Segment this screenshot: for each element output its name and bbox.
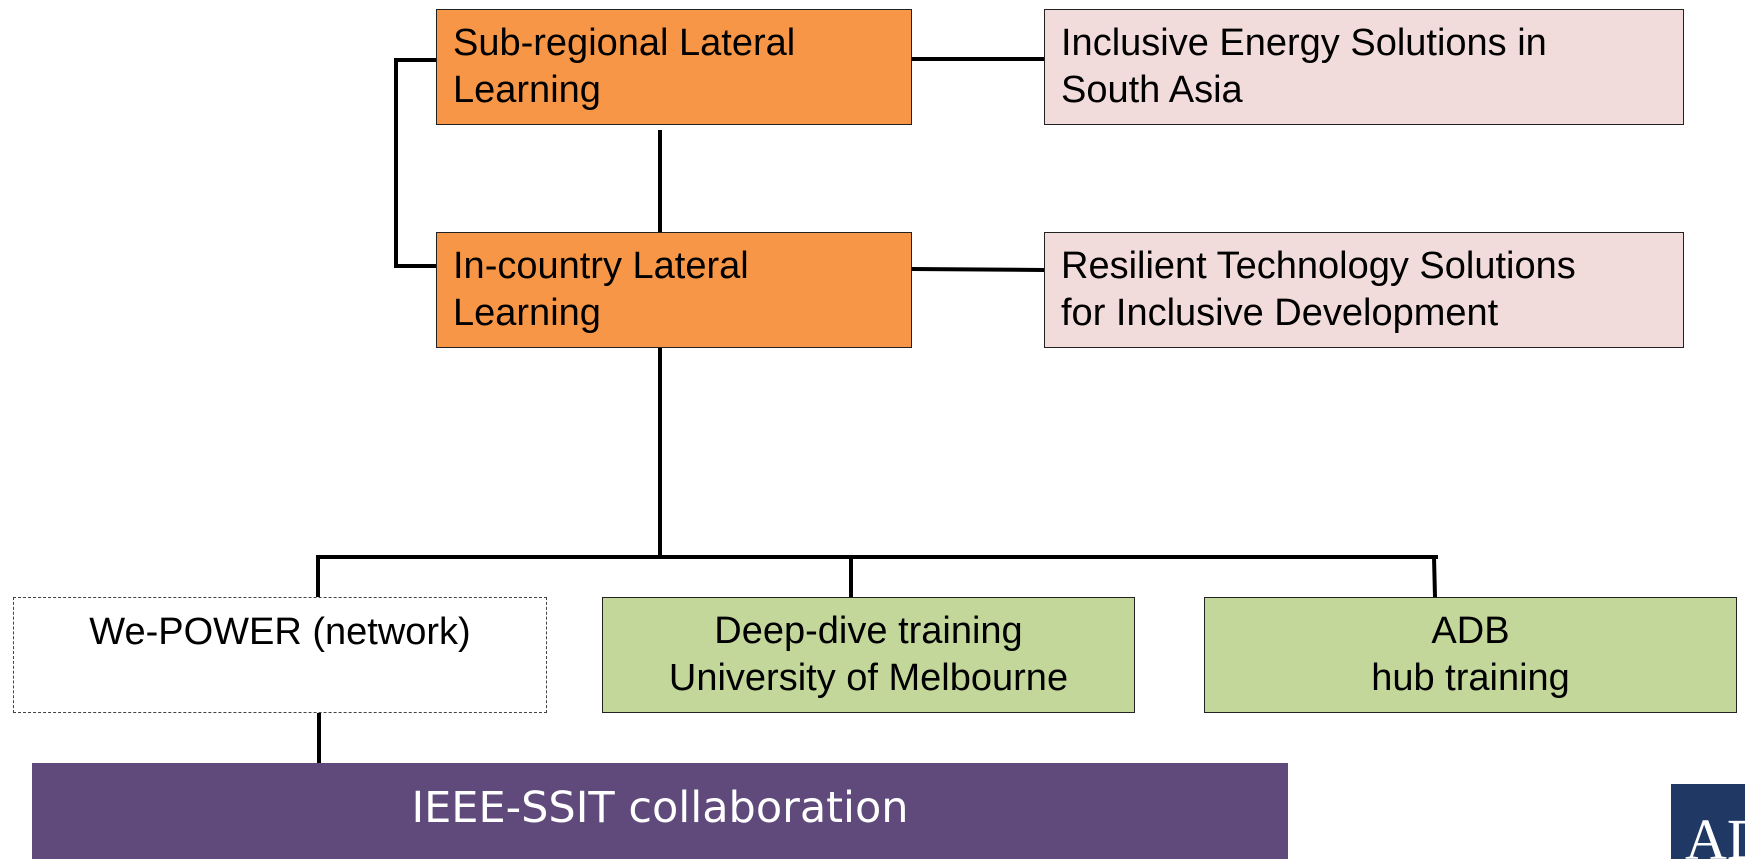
in-country-lateral-learning-box: In-country Lateral Learning — [436, 232, 912, 348]
in-country-line-2: Learning — [453, 292, 601, 334]
we-power-network-box: We-POWER (network) — [13, 597, 547, 713]
resilient-tech-line-2: for Inclusive Development — [1061, 292, 1499, 334]
logo-text: AD — [1685, 807, 1745, 859]
inclusive-energy-line-2: South Asia — [1061, 69, 1243, 111]
adb-line-1: ADB — [1431, 610, 1510, 652]
inclusive-energy-line-1: Inclusive Energy Solutions in — [1061, 22, 1547, 64]
drop-adb — [1432, 556, 1437, 598]
inclusive-energy-solutions-box: Inclusive Energy Solutions in South Asia — [1044, 9, 1684, 125]
ieee-ssit-collaboration-bar: IEEE-SSIT collaboration — [32, 763, 1288, 859]
bracket-connector — [394, 58, 436, 268]
adb-hub-training-box: ADB hub training — [1204, 597, 1737, 713]
resilient-technology-solutions-box: Resilient Technology Solutions for Inclu… — [1044, 232, 1684, 348]
deep-dive-line-1: Deep-dive training — [714, 610, 1023, 652]
adb-line-2: hub training — [1371, 657, 1570, 699]
deep-dive-line-2: University of Melbourne — [668, 657, 1069, 699]
deep-dive-training-box: Deep-dive training University of Melbour… — [602, 597, 1135, 713]
resilient-tech-line-1: Resilient Technology Solutions — [1061, 245, 1576, 287]
sub-regional-lateral-learning-box: Sub-regional Lateral Learning — [436, 9, 912, 125]
we-power-label: We-POWER (network) — [89, 611, 471, 653]
ieee-ssit-label: IEEE-SSIT collaboration — [411, 783, 909, 833]
in-country-line-1: In-country Lateral — [453, 245, 749, 287]
connector-to-resilient-tech — [911, 267, 1045, 272]
sub-regional-line-1: Sub-regional Lateral — [453, 22, 796, 64]
sub-regional-line-2: Learning — [453, 69, 601, 111]
logo: AD — [1671, 784, 1745, 859]
